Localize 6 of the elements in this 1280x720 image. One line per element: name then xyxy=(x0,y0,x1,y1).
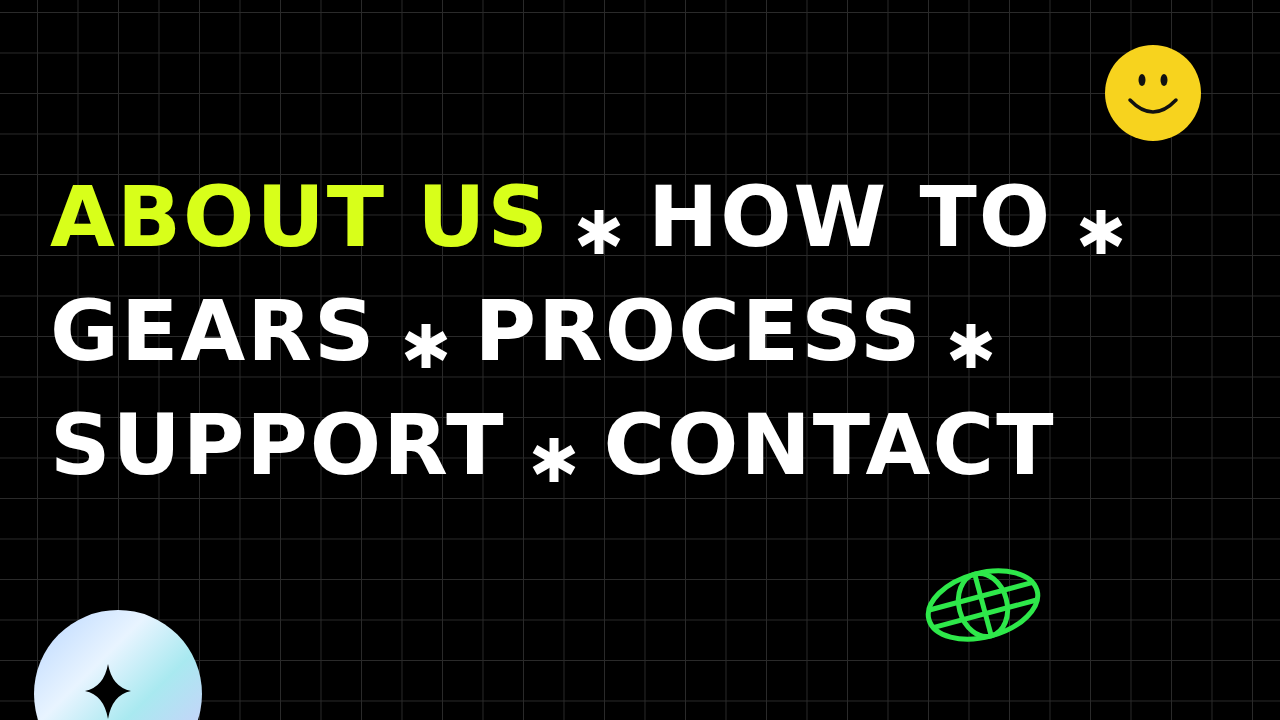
heading-word: SUPPORT xyxy=(50,400,506,490)
heading-word: HOW TO xyxy=(647,172,1053,262)
heading-word: ABOUT US xyxy=(50,172,550,262)
heading-word: PROCESS xyxy=(474,286,923,376)
heading-word: GEARS xyxy=(50,286,377,376)
heading-word: CONTACT xyxy=(603,400,1056,490)
